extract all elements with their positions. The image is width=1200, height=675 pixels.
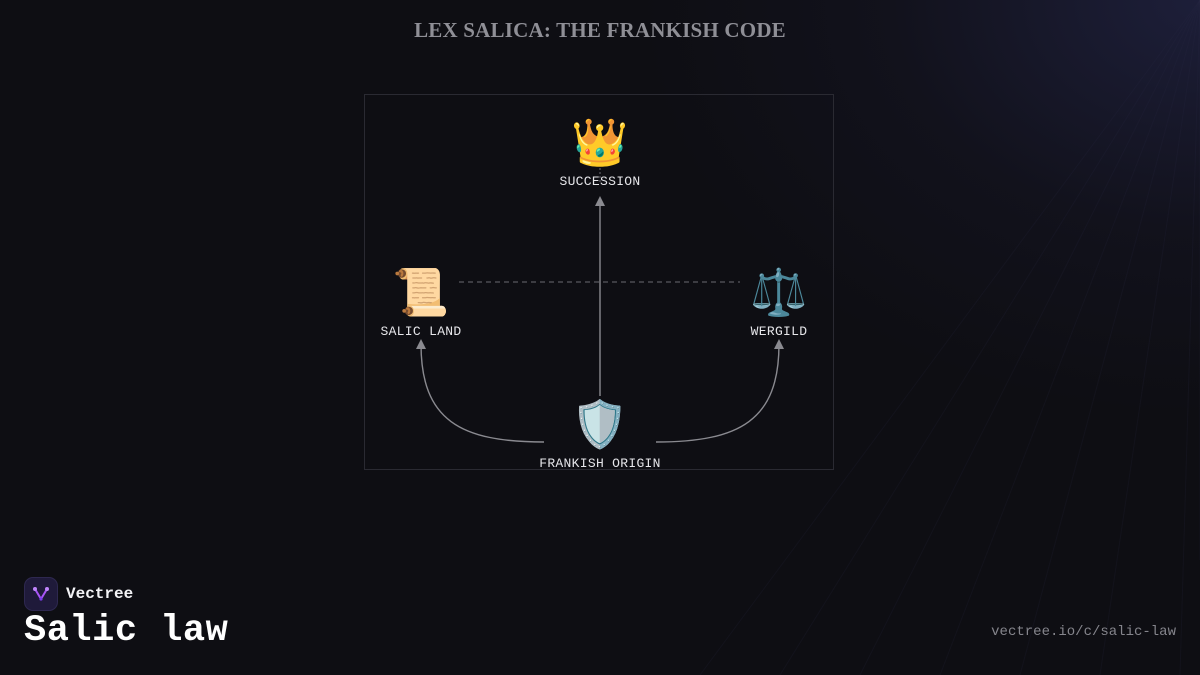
- node-label-succession: SUCCESSION: [559, 174, 641, 189]
- balance-scale-icon: ⚖️: [750, 266, 808, 318]
- node-frankish-origin[interactable]: 🛡️ FRANKISH ORIGIN: [520, 396, 680, 471]
- brand-name: Vectree: [66, 585, 134, 603]
- scroll-icon: 📜: [392, 266, 450, 318]
- page-heading: Salic law: [24, 610, 229, 652]
- crown-icon: 👑: [571, 116, 629, 168]
- diagram-frame: [364, 94, 834, 470]
- shield-icon: 🛡️: [571, 398, 629, 450]
- brand[interactable]: Vectree: [24, 577, 133, 611]
- node-wergild[interactable]: ⚖️ WERGILD: [699, 264, 859, 339]
- page-url[interactable]: vectree.io/c/salic-law: [991, 624, 1176, 640]
- diagram-title: LEX SALICA: THE FRANKISH CODE: [414, 18, 786, 42]
- node-label-salic-land: SALIC LAND: [380, 324, 462, 339]
- node-label-wergild: WERGILD: [750, 324, 808, 339]
- node-succession[interactable]: 👑 SUCCESSION: [520, 114, 680, 189]
- edge-origin-wergild: [655, 339, 784, 443]
- vectree-logo-icon: [24, 577, 58, 611]
- node-salic-land[interactable]: 📜 SALIC LAND: [341, 264, 501, 339]
- edge-origin-salic-land: [416, 339, 545, 443]
- node-label-frankish-origin: FRANKISH ORIGIN: [539, 456, 661, 471]
